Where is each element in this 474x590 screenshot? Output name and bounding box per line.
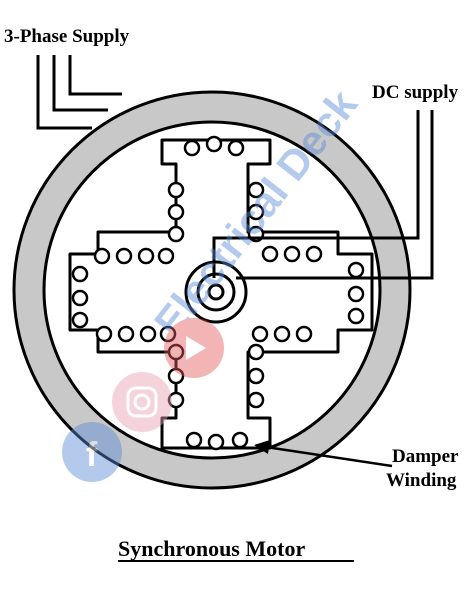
conductor-circle: [205, 135, 223, 153]
conductor-circle: [227, 139, 245, 157]
damper-winding-conductors: [71, 135, 365, 451]
conductor-circle: [167, 203, 185, 221]
conductor-circle: [71, 265, 89, 283]
instagram-icon: [112, 372, 172, 432]
conductor-circle: [137, 247, 155, 265]
damper-label: Damper: [392, 446, 459, 467]
conductor-circle: [207, 433, 225, 451]
conductor-circle: [283, 245, 301, 263]
conductor-circle: [117, 325, 135, 343]
conductor-circle: [247, 391, 265, 409]
conductor-circle: [247, 181, 265, 199]
conductor-circle: [247, 203, 265, 221]
conductor-circle: [183, 139, 201, 157]
conductor-circle: [185, 431, 203, 449]
winding-label: Winding: [386, 470, 457, 491]
conductor-circle: [167, 343, 185, 361]
conductor-circle: [347, 285, 365, 303]
conductor-circle: [295, 325, 313, 343]
conductor-circle: [247, 343, 265, 361]
conductor-circle: [347, 307, 365, 325]
diagram-caption: Synchronous Motor: [118, 536, 305, 561]
conductor-circle: [95, 325, 113, 343]
svg-text:f: f: [86, 436, 98, 474]
conductor-circle: [71, 289, 89, 307]
conductor-circle: [167, 391, 185, 409]
conductor-circle: [93, 247, 111, 265]
conductor-circle: [273, 325, 291, 343]
conductor-circle: [261, 245, 279, 263]
dc-supply-leads: [212, 110, 434, 280]
rotor-shaft: [184, 260, 248, 324]
conductor-circle: [247, 367, 265, 385]
three-phase-supply-label: 3-Phase Supply: [4, 26, 130, 47]
conductor-circle: [347, 261, 365, 279]
youtube-icon: [164, 318, 224, 378]
conductor-circle: [231, 431, 249, 449]
conductor-circle: [157, 247, 175, 265]
three-phase-leads: [36, 55, 122, 130]
conductor-circle: [167, 181, 185, 199]
conductor-circle: [251, 325, 269, 343]
conductor-circle: [115, 247, 133, 265]
conductor-circle: [167, 367, 185, 385]
damper-pointer-arrow: [254, 440, 393, 468]
dc-supply-label: DC supply: [372, 82, 459, 103]
conductor-circle: [139, 325, 157, 343]
conductor-circle: [167, 225, 185, 243]
conductor-circle: [71, 311, 89, 329]
conductor-circle: [159, 325, 177, 343]
conductor-circle: [305, 245, 323, 263]
facebook-icon: f: [62, 422, 122, 482]
